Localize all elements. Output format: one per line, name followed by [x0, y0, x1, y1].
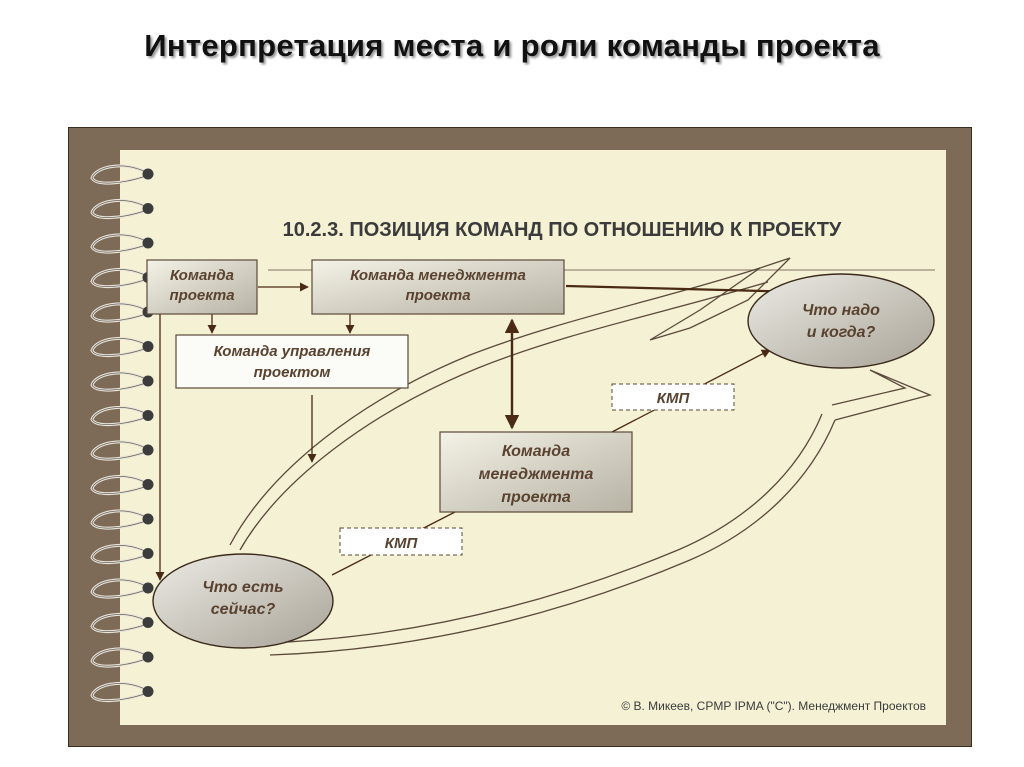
arrow-pm-to-goal	[565, 284, 804, 299]
spiral-binding	[90, 164, 154, 702]
svg-text:проекта: проекта	[169, 287, 234, 304]
binding-ring-edge	[91, 579, 147, 598]
svg-text:Команда управления: Команда управления	[214, 343, 371, 360]
binding-ring-edge	[91, 372, 147, 391]
binding-ring-edge	[91, 338, 147, 356]
node-project-team: Команда проекта	[146, 259, 258, 315]
node-pm-team-center: Команда менеджмента проекта	[439, 431, 633, 513]
binding-ring-edge	[91, 614, 147, 632]
binding-ring-edge	[91, 441, 147, 460]
svg-text:и когда?: и когда?	[807, 324, 876, 341]
binding-hole	[142, 582, 154, 594]
svg-text:КМП: КМП	[657, 390, 691, 407]
binding-hole	[142, 237, 154, 249]
binding-ring-edge	[91, 165, 147, 184]
node-pm-team-top: Команда менеджмента проекта	[311, 259, 565, 315]
svg-text:КМП: КМП	[385, 535, 419, 552]
binding-ring-edge	[91, 303, 147, 322]
svg-text:менеджмента: менеджмента	[479, 466, 594, 483]
svg-text:Команда: Команда	[502, 443, 570, 460]
binding-ring-edge	[91, 407, 147, 425]
svg-text:Команда менеджмента: Команда менеджмента	[350, 267, 526, 284]
binding-hole	[142, 617, 154, 628]
credit-line: © В. Микеев, CPMP IPMA ("C"). Менеджмент…	[621, 699, 926, 713]
cycle-loop	[229, 257, 933, 656]
node-what-now: Что есть сейчас?	[152, 553, 334, 649]
node-kmp-lower: КМП	[339, 527, 463, 556]
binding-hole	[142, 168, 154, 180]
binding-hole	[142, 479, 154, 490]
binding-hole	[142, 686, 154, 697]
binding-ring-edge	[91, 510, 147, 529]
svg-text:Что надо: Что надо	[802, 302, 880, 319]
binding-ring-edge	[91, 545, 147, 563]
binding-hole	[142, 341, 154, 352]
svg-text:проекта: проекта	[501, 489, 571, 506]
binding-hole	[142, 444, 154, 456]
binding-hole	[142, 203, 154, 214]
svg-text:сейчас?: сейчас?	[211, 601, 276, 618]
svg-text:Что есть: Что есть	[202, 579, 283, 596]
slide-title: Интерпретация места и роли команды проек…	[144, 28, 880, 63]
binding-hole	[142, 513, 154, 525]
binding-ring-edge	[91, 234, 147, 253]
binding-hole	[142, 375, 154, 387]
binding-hole	[142, 651, 154, 663]
binding-ring-edge	[91, 200, 147, 218]
svg-text:проектом: проектом	[254, 364, 331, 381]
node-kmp-upper: КМП	[611, 383, 735, 411]
svg-text:проекта: проекта	[405, 287, 470, 304]
node-project-control-team: Команда управления проектом	[175, 334, 409, 389]
binding-hole	[142, 410, 154, 421]
binding-ring-edge	[91, 648, 147, 667]
svg-text:Команда: Команда	[170, 267, 234, 284]
binding-ring-edge	[91, 269, 147, 287]
node-what-when: Что надо и когда?	[747, 273, 935, 369]
binding-hole	[142, 548, 154, 559]
binding-ring-edge	[91, 683, 147, 701]
binding-ring-edge	[91, 476, 147, 494]
diagram-heading: 10.2.3. ПОЗИЦИЯ КОМАНД ПО ОТНОШЕНИЮ К ПР…	[283, 219, 842, 241]
